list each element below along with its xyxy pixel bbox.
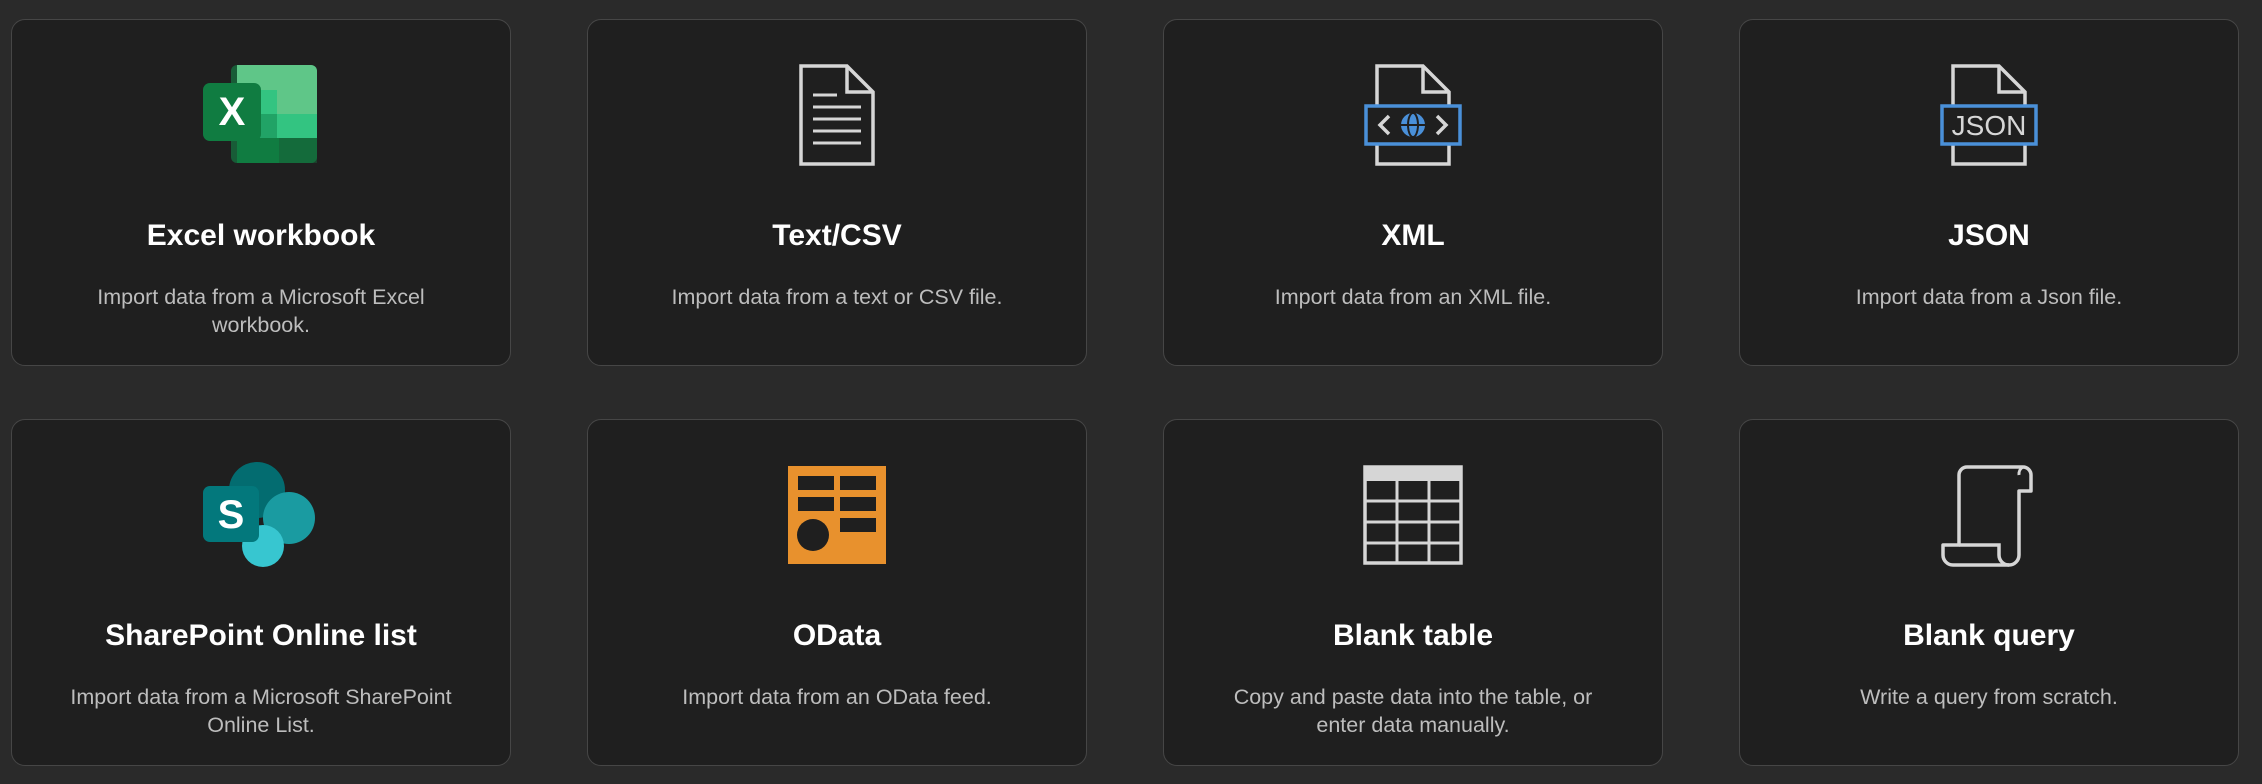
card-title: Excel workbook bbox=[146, 219, 376, 252]
card-blank-table[interactable]: Blank table Copy and paste data into the… bbox=[1163, 419, 1663, 766]
card-xml[interactable]: XML Import data from an XML file. bbox=[1163, 19, 1663, 366]
card-title: Blank table bbox=[1332, 619, 1494, 652]
card-description: Copy and paste data into the table, or e… bbox=[1233, 685, 1593, 737]
sharepoint-icon: S bbox=[12, 462, 510, 567]
card-description: Import data from a text or CSV file. bbox=[671, 285, 1003, 309]
card-text-csv[interactable]: Text/CSV Import data from a text or CSV … bbox=[587, 19, 1087, 366]
json-icon-label: JSON bbox=[1952, 110, 2027, 141]
card-title: Text/CSV bbox=[772, 219, 902, 252]
table-icon bbox=[1164, 465, 1662, 565]
card-odata[interactable]: OData Import data from an OData feed. bbox=[587, 419, 1087, 766]
json-file-icon: JSON bbox=[1740, 64, 2238, 166]
card-title: Blank query bbox=[1903, 619, 2075, 652]
card-title: XML bbox=[1381, 219, 1445, 252]
card-description: Import data from an OData feed. bbox=[682, 685, 992, 709]
text-file-icon bbox=[588, 64, 1086, 166]
card-title: OData bbox=[792, 619, 882, 652]
card-sharepoint-online-list[interactable]: S SharePoint Online list Import data fro… bbox=[11, 419, 511, 766]
xml-file-icon bbox=[1164, 64, 1662, 166]
excel-letter: X bbox=[219, 90, 246, 134]
odata-icon bbox=[588, 465, 1086, 565]
card-description: Import data from a Microsoft SharePoint … bbox=[70, 685, 452, 737]
card-description: Import data from a Json file. bbox=[1855, 285, 2123, 309]
scroll-icon bbox=[1740, 465, 2238, 567]
card-description: Import data from an XML file. bbox=[1274, 285, 1552, 309]
card-json[interactable]: JSON JSON Import data from a Json file. bbox=[1739, 19, 2239, 366]
card-blank-query[interactable]: Blank query Write a query from scratch. bbox=[1739, 419, 2239, 766]
card-title: JSON bbox=[1948, 219, 2030, 252]
card-title: SharePoint Online list bbox=[105, 619, 417, 652]
sharepoint-letter: S bbox=[218, 493, 245, 537]
card-description: Import data from a Microsoft Excel workb… bbox=[97, 285, 425, 337]
card-excel-workbook[interactable]: X Excel workbook Import data from a Micr… bbox=[11, 19, 511, 366]
excel-icon: X bbox=[12, 65, 510, 165]
card-description: Write a query from scratch. bbox=[1860, 685, 2118, 709]
